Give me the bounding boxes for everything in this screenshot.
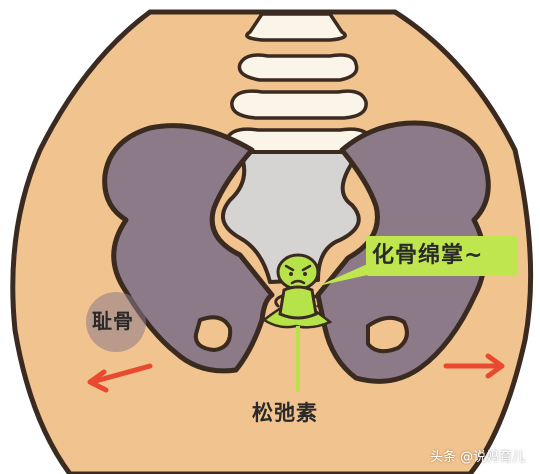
pubic-bone-marker (86, 292, 146, 352)
right-obturator-foramen (366, 315, 409, 354)
pubic-bone-label: 耻骨 (92, 309, 134, 333)
callout-box (366, 236, 518, 276)
watermark: 头条 @说妈育儿 (430, 450, 526, 465)
callout-connector (318, 262, 372, 286)
angry-relaxin-character (274, 253, 322, 320)
relaxin-label: 松弛素 (252, 401, 318, 425)
outward-arrow-icon (87, 353, 505, 393)
callout-label: 化骨绵掌~ (372, 243, 484, 268)
left-hip-bone (102, 123, 275, 374)
left-obturator-foramen (193, 315, 233, 353)
sacrum (220, 150, 362, 284)
